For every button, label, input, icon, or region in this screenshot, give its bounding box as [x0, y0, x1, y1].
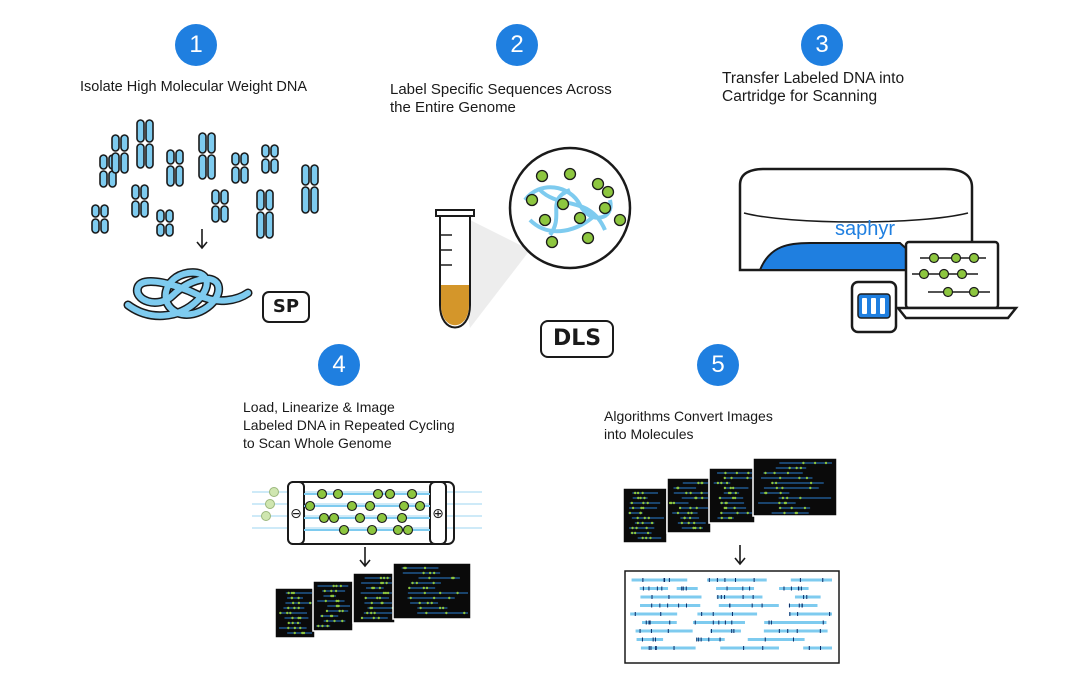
- step-4-badge: 4: [318, 344, 360, 386]
- dls-badge: DLS: [540, 320, 614, 358]
- scan-image: [352, 572, 396, 624]
- label-dots: [525, 167, 627, 249]
- molecule-bar: [696, 638, 725, 641]
- molecule-bar: [803, 646, 832, 650]
- step-5-badge: 5: [697, 344, 739, 386]
- molecule-bar: [764, 621, 827, 624]
- scan-image-stack-left: [274, 562, 472, 639]
- molecule-bar: [631, 578, 688, 582]
- molecule-bar: [642, 621, 677, 624]
- molecule-bar: [716, 587, 755, 590]
- down-arrow-icon: [359, 547, 371, 568]
- step-3-badge: 3: [801, 24, 843, 66]
- flowcell-icon: ⊖ ⊕: [252, 481, 482, 545]
- molecule-bar: [718, 604, 779, 607]
- dna-knot-icon: [123, 268, 253, 321]
- scan-image: [666, 477, 712, 534]
- scan-image: [752, 457, 838, 517]
- molecule-bar: [640, 604, 701, 607]
- scan-image: [622, 487, 668, 544]
- scan-image: [708, 467, 756, 524]
- molecule-bar: [794, 595, 821, 599]
- test-tube-icon: [435, 146, 632, 329]
- scan-image: [312, 580, 354, 632]
- molecule-bar: [779, 587, 809, 590]
- step-1-badge: 1: [175, 24, 217, 66]
- molecule-bar: [630, 612, 678, 616]
- molecule-map: [624, 570, 840, 664]
- scan-image-stack-right: [622, 457, 838, 544]
- molecule-bar: [747, 638, 805, 641]
- chip-icon: [850, 280, 898, 334]
- molecule-bar: [707, 578, 767, 582]
- molecule-bar: [710, 629, 741, 633]
- molecule-bar: [720, 646, 779, 650]
- positive-terminal-icon: ⊕: [432, 506, 444, 522]
- step-1-text: Isolate High Molecular Weight DNA: [80, 79, 307, 95]
- down-arrow-icon: [196, 229, 208, 250]
- molecule-bar: [697, 612, 758, 616]
- negative-terminal-icon: ⊖: [290, 506, 302, 522]
- molecule-bar: [635, 629, 693, 633]
- molecule-bar: [788, 604, 818, 607]
- molecule-bar: [636, 638, 664, 641]
- molecule-bar: [763, 629, 828, 633]
- scan-image: [274, 587, 316, 639]
- saphyr-brand: saphyr: [835, 218, 895, 240]
- chromosome-icon: [91, 119, 319, 239]
- laptop-icon: [895, 240, 1019, 320]
- molecule-bar: [639, 587, 669, 590]
- chromosome-cluster: [91, 119, 319, 239]
- molecule-bar: [789, 612, 832, 616]
- molecule-bar: [676, 587, 698, 590]
- sp-badge: SP: [262, 291, 310, 323]
- molecule-bar: [790, 578, 832, 582]
- scan-image: [392, 562, 472, 620]
- molecule-bar: [640, 595, 702, 599]
- step-2-badge: 2: [496, 24, 538, 66]
- down-arrow-icon: [734, 545, 746, 566]
- molecule-bar: [716, 595, 763, 599]
- molecule-bar: [640, 646, 696, 650]
